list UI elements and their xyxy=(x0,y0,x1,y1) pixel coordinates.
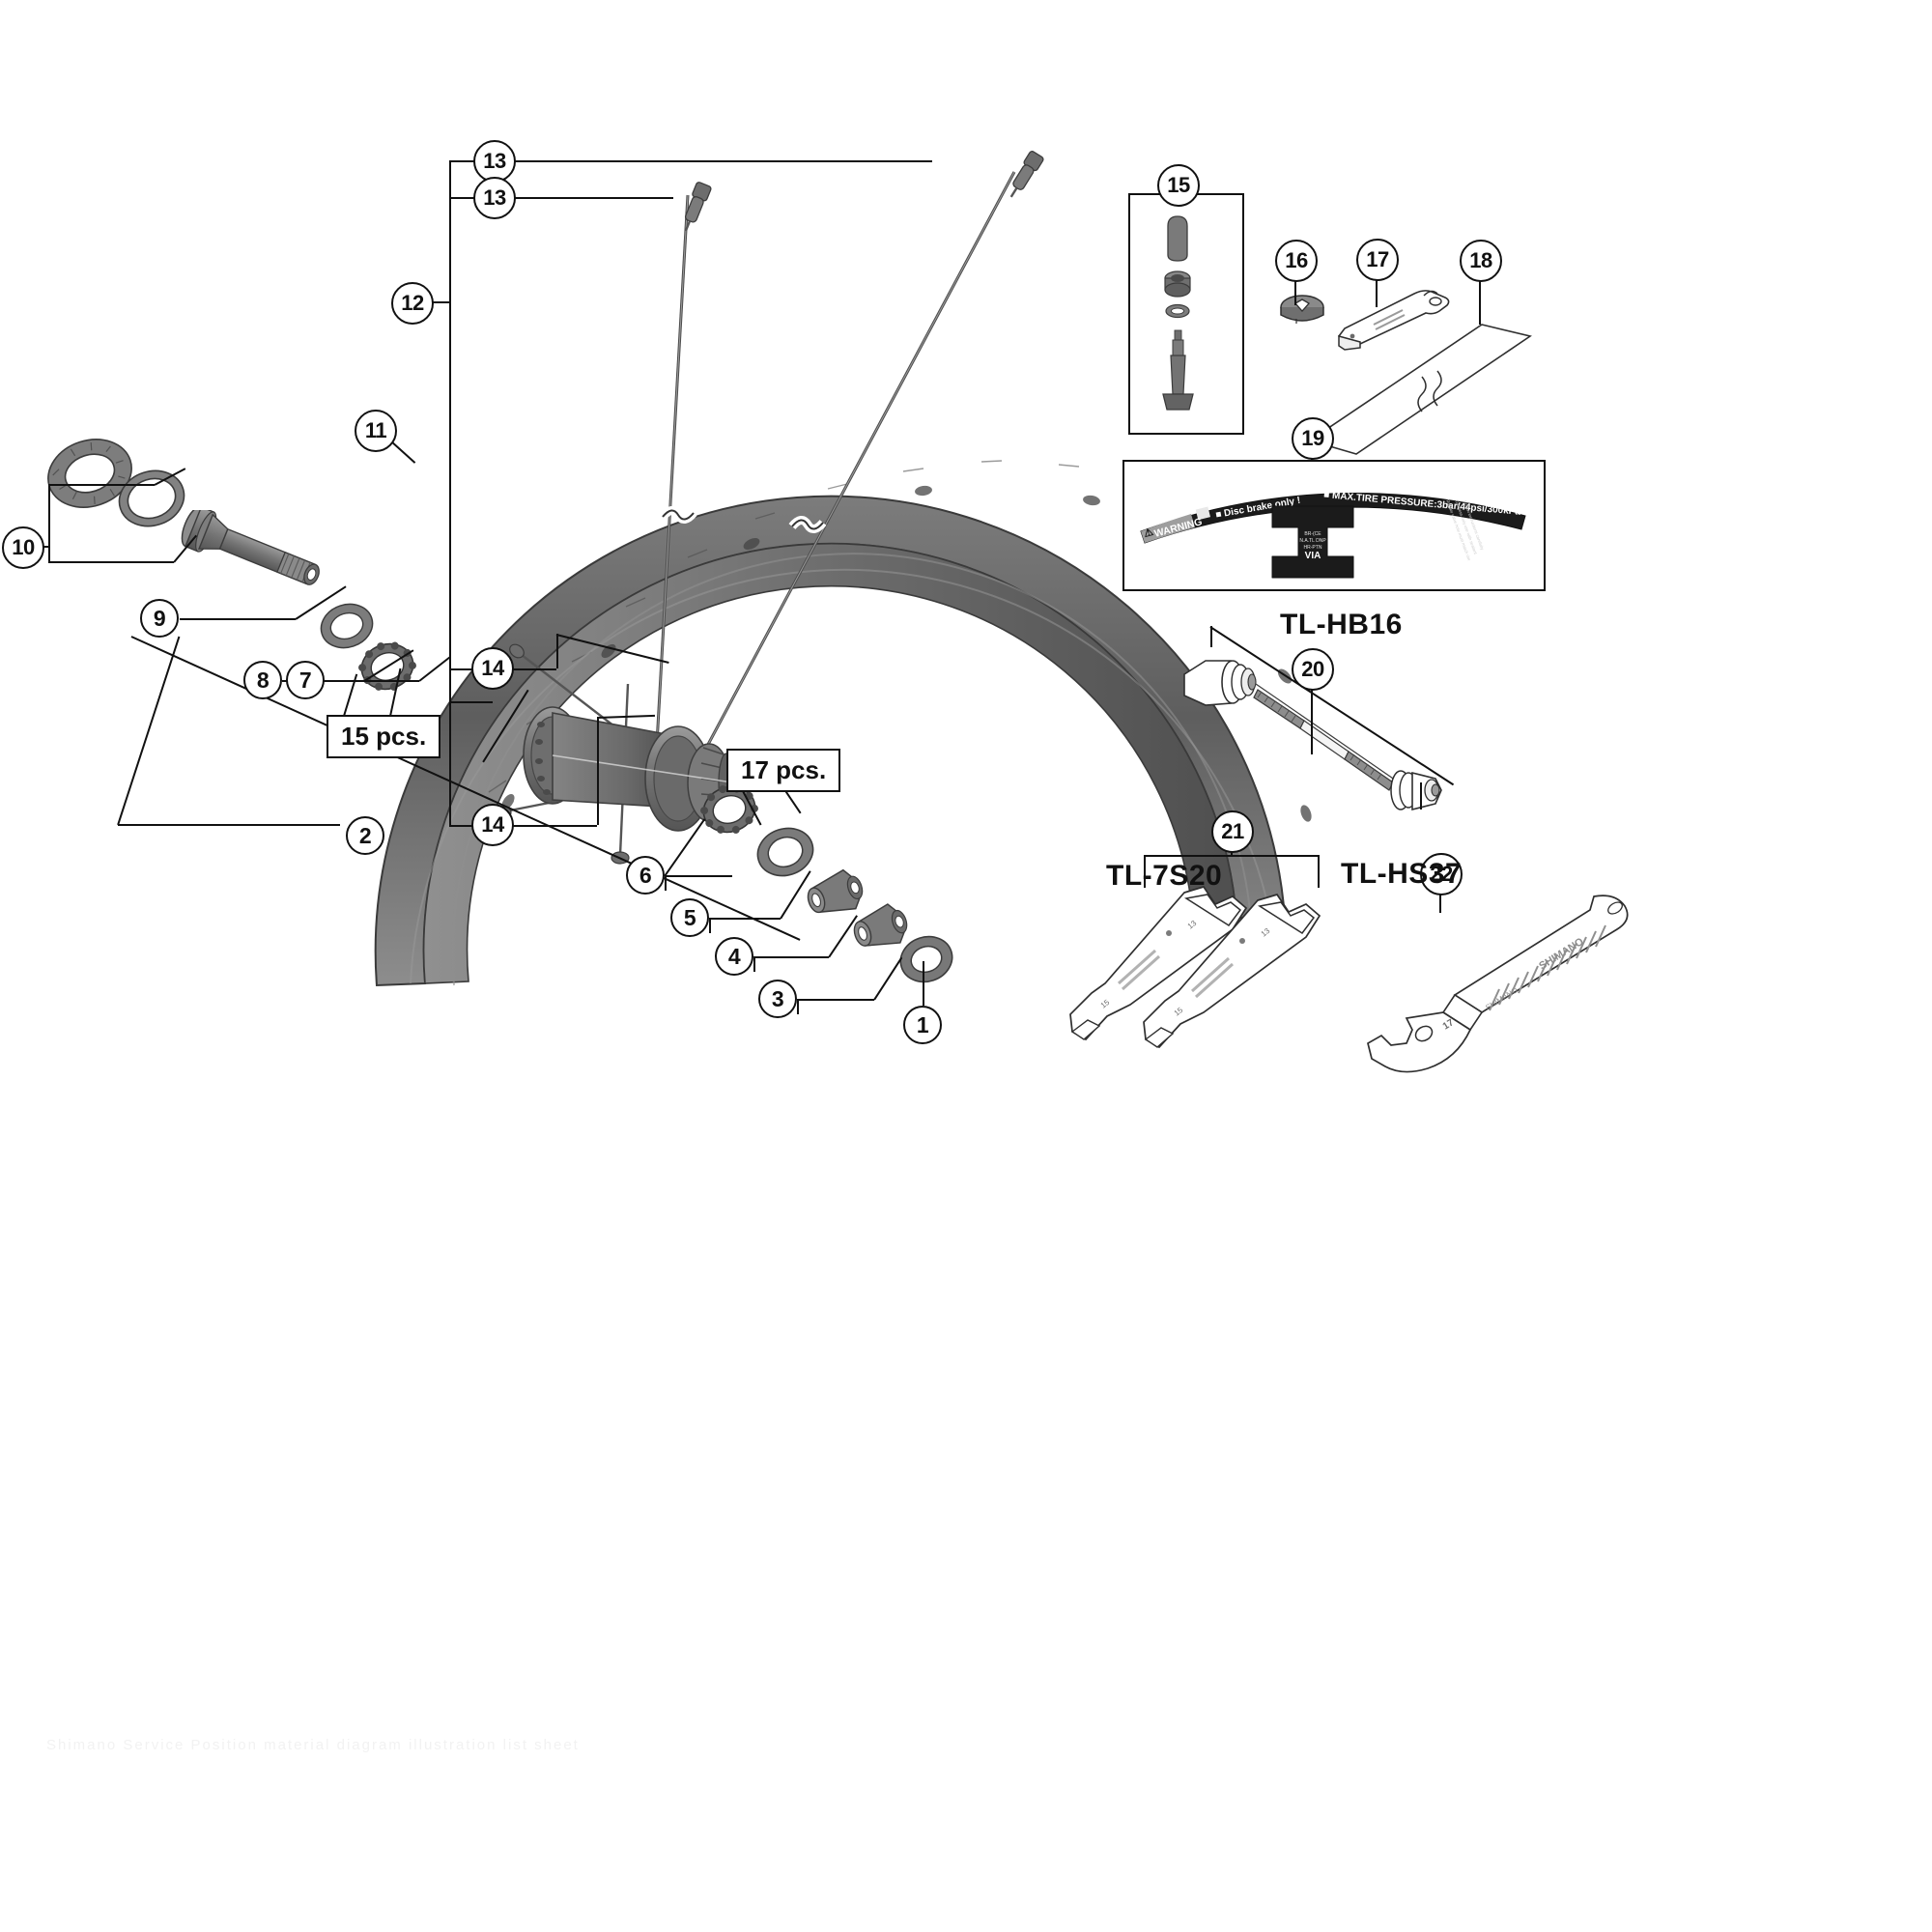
leader-21-right-drop xyxy=(1318,855,1320,888)
callout-17[interactable]: 17 xyxy=(1356,239,1399,281)
svg-text:BR-(CE: BR-(CE xyxy=(1304,531,1321,537)
callout-16[interactable]: 16 xyxy=(1275,240,1318,282)
svg-text:HR-PTN: HR-PTN xyxy=(1304,545,1322,551)
callout-5[interactable]: 5 xyxy=(670,898,709,937)
leader-21-h xyxy=(1144,855,1318,857)
part-17-valve-wrench xyxy=(1338,290,1450,351)
rim-tape-with-label: ⚠ WARNING ■ Disc brake only ! ■ MAX.TIRE… xyxy=(1140,490,1526,579)
spokes-group xyxy=(655,171,1016,754)
leader-group-rail-d xyxy=(797,999,799,1014)
leader-20-right-v xyxy=(1420,782,1422,810)
callout-3[interactable]: 3 xyxy=(758,980,797,1018)
tool-label-7s20: TL-7S20 xyxy=(1106,860,1223,892)
leader-group-rail-a xyxy=(665,875,667,891)
part-10-seal xyxy=(47,439,132,508)
leader-12-h xyxy=(417,301,450,303)
part-5-dust-cap xyxy=(756,827,814,877)
leader-13b-h xyxy=(449,197,673,199)
part-22-spoke-wrench: SHIMANO 17 SHIMANO xyxy=(1367,895,1629,1073)
leader-18-v xyxy=(1479,280,1481,325)
leader-20-left-v xyxy=(1210,626,1212,647)
svg-text:VIA: VIA xyxy=(1305,551,1321,561)
callout-2[interactable]: 2 xyxy=(346,816,384,855)
leader-14b-v xyxy=(449,701,451,825)
leader-2-up xyxy=(117,636,181,826)
part-10-ring xyxy=(118,469,185,527)
qty-15-pcs-box: 15 pcs. xyxy=(327,715,441,758)
callout-6[interactable]: 6 xyxy=(626,856,665,895)
leader-3-h xyxy=(797,999,874,1001)
part-8-seal-washer xyxy=(320,603,374,649)
part-21-cone-wrenches: 13 15 13 15 xyxy=(1069,886,1321,1049)
part-9-axle xyxy=(181,510,320,585)
callout-22[interactable]: 22 xyxy=(1420,853,1463,895)
leader-14b-box-v xyxy=(597,717,599,825)
leader-10-top xyxy=(48,484,155,486)
leader-14b-h2 xyxy=(510,825,597,827)
callout-15[interactable]: 15 xyxy=(1157,164,1200,207)
leader-20-v xyxy=(1311,669,1313,754)
leader-14a-h2 xyxy=(510,668,556,670)
callout-1[interactable]: 1 xyxy=(903,1006,942,1044)
part-20-bearing-tool xyxy=(1183,660,1442,811)
warning-word-text: ⚠ xyxy=(1143,526,1155,540)
valve-kit-parts xyxy=(1162,215,1194,411)
callout-14-upper[interactable]: 14 xyxy=(471,647,514,690)
callout-12[interactable]: 12 xyxy=(391,282,434,325)
tool-label-hb16: TL-HB16 xyxy=(1280,609,1403,640)
spoke-nipple-icon-2 xyxy=(684,182,712,232)
callout-11[interactable]: 11 xyxy=(355,410,397,452)
leader-14a-v xyxy=(556,634,558,668)
callout-20[interactable]: 20 xyxy=(1292,648,1334,691)
leader-4-h xyxy=(753,956,829,958)
leader-9-h xyxy=(180,618,296,620)
leader-14a-h xyxy=(449,668,492,670)
tool-label-hs37: TL-HS37 xyxy=(1341,858,1463,890)
part-6-ball-retainer xyxy=(700,784,758,834)
leader-21-left-drop xyxy=(1144,855,1146,888)
spoke-nipple-icon-1 xyxy=(1009,151,1044,198)
callout-21[interactable]: 21 xyxy=(1211,810,1254,853)
leader-2-h xyxy=(118,824,340,826)
leader-12-bottom-h xyxy=(449,701,493,703)
hub-body xyxy=(523,706,735,832)
leader-1-v xyxy=(923,961,924,1006)
part-18-rim-strip xyxy=(1308,324,1532,455)
leader-group-rail-b xyxy=(709,918,711,933)
callout-7[interactable]: 7 xyxy=(286,661,325,699)
callout-18[interactable]: 18 xyxy=(1460,240,1502,282)
leader-13a-h xyxy=(449,160,932,162)
leader-10-bottom xyxy=(48,561,174,563)
leader-16-v xyxy=(1294,280,1296,305)
callout-9[interactable]: 9 xyxy=(140,599,179,638)
qty-17-pcs-box: 17 pcs. xyxy=(726,749,841,792)
part-3-spacer xyxy=(853,903,908,947)
callout-19[interactable]: 19 xyxy=(1292,417,1334,460)
part-16-valve-nut xyxy=(1280,295,1324,324)
leader-7-h xyxy=(325,680,419,682)
leader-10-vert xyxy=(48,484,50,561)
footer-ghost-text: Shimano Service Position material diagra… xyxy=(46,1737,580,1753)
callout-13-second[interactable]: 13 xyxy=(473,177,516,219)
part-4-cone xyxy=(807,868,864,914)
leader-12-spine xyxy=(449,160,451,701)
callout-4[interactable]: 4 xyxy=(715,937,753,976)
callout-8[interactable]: 8 xyxy=(243,661,282,699)
leader-5-h xyxy=(709,918,781,920)
leader-6-h xyxy=(665,875,732,877)
part-1-lock-ring xyxy=(899,935,953,983)
leader-14b-h xyxy=(449,825,492,827)
leader-group-rail-c xyxy=(753,956,755,972)
leader-17-v xyxy=(1376,280,1378,307)
callout-14-lower[interactable]: 14 xyxy=(471,804,514,846)
svg-text:N.A.TL DNP: N.A.TL DNP xyxy=(1299,538,1326,544)
leader-10-stub xyxy=(41,546,50,548)
callout-10[interactable]: 10 xyxy=(2,526,44,569)
